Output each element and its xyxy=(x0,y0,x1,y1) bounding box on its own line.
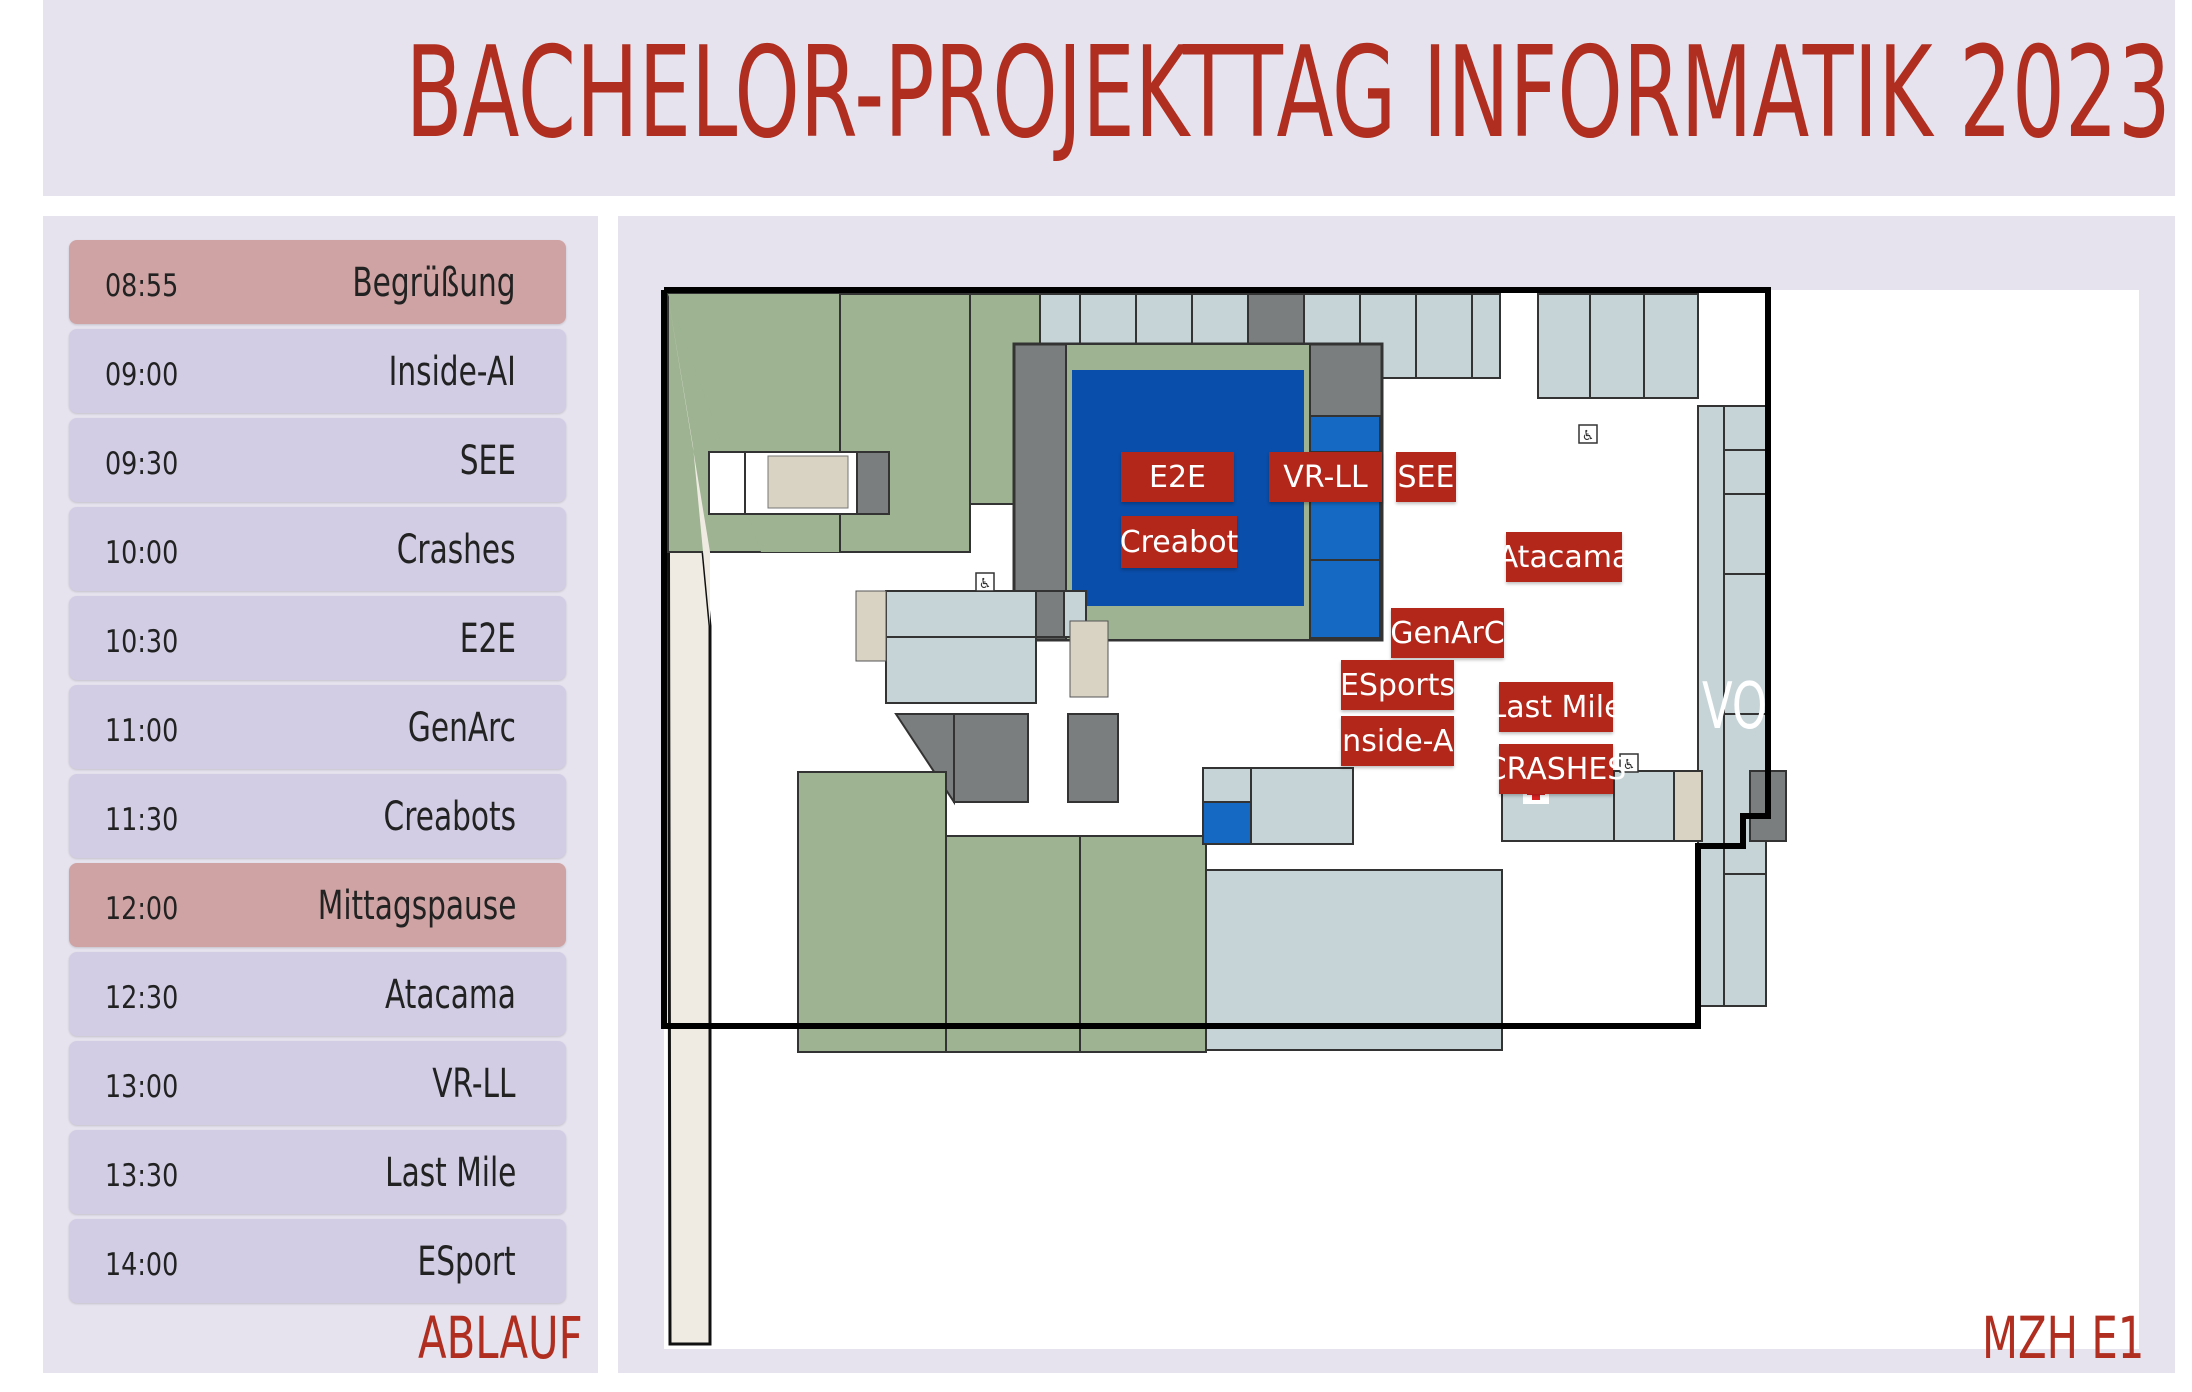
schedule-item: 13:00 VR-LL xyxy=(69,1041,566,1125)
title-banner: BACHELOR-PROJEKTTAG INFORMATIK 2023 xyxy=(43,0,2175,196)
schedule-label: Atacama xyxy=(385,972,516,1018)
schedule-item: 12:30 Atacama xyxy=(69,952,566,1036)
project-tag-see: SEE xyxy=(1396,452,1456,502)
schedule-time: 14:00 xyxy=(105,1247,179,1283)
project-tag-crashes: CRASHES xyxy=(1486,744,1626,794)
schedule-time: 13:00 xyxy=(105,1069,179,1105)
schedule-label: VR-LL xyxy=(432,1061,516,1107)
schedule-time: 11:00 xyxy=(105,713,179,749)
schedule-item: 12:00 Mittagspause xyxy=(69,863,566,947)
schedule-item: 10:30 E2E xyxy=(69,596,566,680)
wheelchair-icon: ♿ xyxy=(1619,753,1639,773)
schedule-time: 10:30 xyxy=(105,624,179,660)
schedule-time: 08:55 xyxy=(105,268,179,304)
schedule-label: Creabots xyxy=(383,794,516,840)
svg-text:♿: ♿ xyxy=(1582,428,1595,444)
schedule-label: Crashes xyxy=(397,527,516,573)
schedule-time: 12:30 xyxy=(105,980,179,1016)
schedule-time: 13:30 xyxy=(105,1158,179,1194)
svg-text:♿: ♿ xyxy=(1623,757,1636,773)
schedule-time: 11:30 xyxy=(105,802,179,838)
schedule-label: Begrüßung xyxy=(352,260,516,306)
schedule-label: GenArc xyxy=(408,705,516,751)
floor-map: ♿ ♿ ♿ E2E VR-LL SEE Creabot Atacama GenA… xyxy=(618,216,2175,1373)
schedule-item: 11:30 Creabots xyxy=(69,774,566,858)
schedule-label: Inside-AI xyxy=(388,349,516,395)
schedule-item: 11:00 GenArc xyxy=(69,685,566,769)
schedule-item: 09:30 SEE xyxy=(69,418,566,502)
project-tag-vrll: VR-LL xyxy=(1269,452,1382,502)
schedule-caption: ABLAUF xyxy=(418,1304,583,1372)
page-title: BACHELOR-PROJEKTTAG INFORMATIK 2023 xyxy=(405,19,2171,166)
schedule-item: 10:00 Crashes xyxy=(69,507,566,591)
schedule-item: 13:30 Last Mile xyxy=(69,1130,566,1214)
schedule-item: 09:00 Inside-AI xyxy=(69,329,566,413)
schedule-time: 10:00 xyxy=(105,535,179,571)
schedule-label: Mittagspause xyxy=(317,883,516,929)
project-tag-lastmile: Last Mile xyxy=(1489,682,1623,732)
schedule-item: 14:00 ESport xyxy=(69,1219,566,1303)
schedule-panel: 08:55 Begrüßung 09:00 Inside-AI 09:30 SE… xyxy=(43,216,598,1373)
project-tag-insideai: Inside-Ai xyxy=(1333,716,1462,766)
map-caption: MZH E1 xyxy=(1982,1304,2145,1372)
wheelchair-icon: ♿ xyxy=(1578,424,1598,444)
wheelchair-icon: ♿ xyxy=(975,572,995,592)
schedule-time: 09:00 xyxy=(105,357,179,393)
schedule-label: ESport xyxy=(417,1239,516,1285)
lecture-hall-label: VORTRÄGE xyxy=(1702,670,1945,744)
project-tag-atacama: Atacama xyxy=(1498,532,1630,582)
svg-text:♿: ♿ xyxy=(979,576,992,592)
schedule-item: 08:55 Begrüßung xyxy=(69,240,566,324)
schedule-time: 09:30 xyxy=(105,446,179,482)
floor-plan-drawing: ♿ ♿ ♿ xyxy=(661,287,2139,1349)
project-tag-esports: ESports xyxy=(1340,660,1455,710)
project-tag-e2e: E2E xyxy=(1121,452,1234,502)
schedule-label: E2E xyxy=(459,616,516,662)
schedule-time: 12:00 xyxy=(105,891,179,927)
project-tag-genarc: GenArC xyxy=(1390,608,1505,658)
schedule-label: SEE xyxy=(459,438,516,484)
schedule-label: Last Mile xyxy=(384,1150,516,1196)
project-tag-creabot: Creabot xyxy=(1120,516,1238,568)
